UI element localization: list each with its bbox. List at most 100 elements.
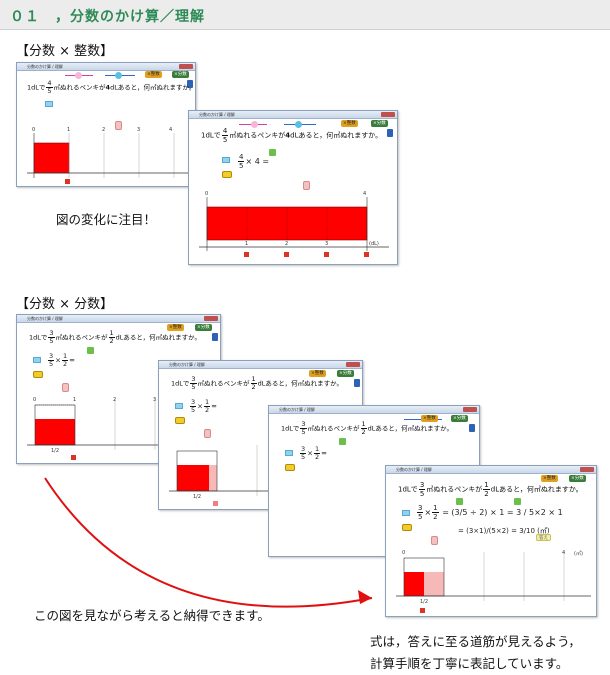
pen-icon[interactable]	[387, 129, 393, 137]
axis-half: 1/2	[193, 494, 202, 500]
axis-tick: 2	[102, 127, 106, 133]
pen-icon[interactable]	[187, 80, 193, 88]
area-diagram	[199, 197, 389, 251]
hint-icon[interactable]	[514, 498, 521, 505]
window-controls[interactable]	[381, 112, 395, 117]
answer-button[interactable]: 答え	[536, 534, 551, 541]
axis-tick: 1	[67, 127, 71, 133]
page-title: ０１ ，分数のかけ算／理解	[10, 9, 205, 25]
integer-button[interactable]: ×整数	[309, 370, 326, 377]
marker	[324, 252, 329, 257]
axis-area-unit: (㎡)	[574, 551, 583, 557]
axis-unit: (dL)	[369, 241, 379, 247]
pen-icon[interactable]	[469, 424, 475, 432]
axis-tick: 3	[137, 127, 141, 133]
integer-button[interactable]: ×整数	[145, 71, 162, 78]
integer-button[interactable]: ×整数	[541, 475, 558, 482]
caption-formula-1: 式は，答えに至る道筋が見えるよう，	[370, 634, 581, 649]
axis-tick: 4	[169, 127, 173, 133]
marker	[420, 608, 425, 613]
axis-tick: 4	[363, 191, 367, 197]
fraction-button[interactable]: ×分数	[195, 324, 212, 331]
fraction-button[interactable]: ×分数	[569, 475, 586, 482]
axis-tick: 4	[562, 550, 566, 556]
caption-convince: この図を見ながら考えると納得できます。	[34, 608, 270, 623]
integer-button[interactable]: ×整数	[421, 415, 438, 422]
hint-icon[interactable]	[456, 498, 463, 505]
axis-tick: 0	[32, 127, 36, 133]
calculator-icon[interactable]	[175, 403, 183, 409]
integer-button[interactable]: ×整数	[167, 324, 184, 331]
fraction-button[interactable]: ×分数	[172, 71, 189, 78]
caption-change: 図の変化に注目！	[56, 212, 157, 227]
calculator-icon[interactable]	[45, 101, 53, 107]
axis-tick: 2	[113, 397, 117, 403]
expression-step2: = (3×1)/(5×2) = 3/10 (㎡)	[458, 527, 550, 535]
flower-icon[interactable]	[115, 72, 122, 79]
hint-icon[interactable]	[269, 149, 276, 156]
fraction-button[interactable]: ×分数	[371, 120, 388, 127]
flower-icon[interactable]	[251, 121, 258, 128]
axis-tick: 0	[33, 397, 37, 403]
marker	[71, 455, 76, 460]
settings-icon[interactable]	[33, 371, 43, 378]
axis-half: 1/2	[420, 599, 429, 605]
section-heading-frac-frac: 【分数 × 分数】	[16, 297, 114, 312]
hint-icon[interactable]	[87, 347, 94, 354]
axis-tick: 3	[325, 241, 329, 247]
window-controls[interactable]	[346, 362, 360, 367]
robot-icon[interactable]	[431, 536, 438, 545]
calculator-icon[interactable]	[285, 450, 293, 456]
integer-button[interactable]: ×整数	[341, 120, 358, 127]
settings-icon[interactable]	[285, 464, 295, 471]
axis-tick: 2	[285, 241, 289, 247]
calculator-icon[interactable]	[402, 510, 410, 516]
flower-icon[interactable]	[295, 121, 302, 128]
header-bar: ０１ ，分数のかけ算／理解	[0, 0, 610, 30]
marker	[284, 252, 289, 257]
area-diagram	[27, 133, 192, 178]
flower-icon[interactable]	[75, 72, 82, 79]
settings-icon[interactable]	[175, 417, 185, 424]
axis-half: 1/2	[51, 448, 60, 454]
settings-icon[interactable]	[402, 524, 412, 531]
robot-icon[interactable]	[303, 181, 310, 190]
area-diagram	[396, 552, 591, 601]
axis-tick: 3	[153, 397, 157, 403]
robot-icon[interactable]	[115, 121, 122, 130]
window-controls[interactable]	[204, 316, 218, 321]
calculator-icon[interactable]	[222, 157, 230, 163]
pen-icon[interactable]	[212, 333, 218, 341]
robot-icon[interactable]	[62, 383, 69, 392]
settings-icon[interactable]	[222, 171, 232, 178]
section-heading-frac-int: 【分数 × 整数】	[16, 44, 114, 59]
marker	[65, 179, 70, 184]
fraction-button[interactable]: ×分数	[451, 415, 468, 422]
axis-tick: 1	[245, 241, 249, 247]
pen-icon[interactable]	[354, 379, 360, 387]
axis-tick: 0	[205, 191, 209, 197]
hint-icon[interactable]	[339, 438, 346, 445]
axis-tick: 0	[402, 550, 406, 556]
window-controls[interactable]	[580, 467, 594, 472]
calculator-icon[interactable]	[33, 357, 41, 363]
marker	[364, 252, 369, 257]
fraction-button[interactable]: ×分数	[337, 370, 354, 377]
robot-icon[interactable]	[204, 429, 211, 438]
window-controls[interactable]	[179, 64, 193, 69]
window-controls[interactable]	[463, 407, 477, 412]
